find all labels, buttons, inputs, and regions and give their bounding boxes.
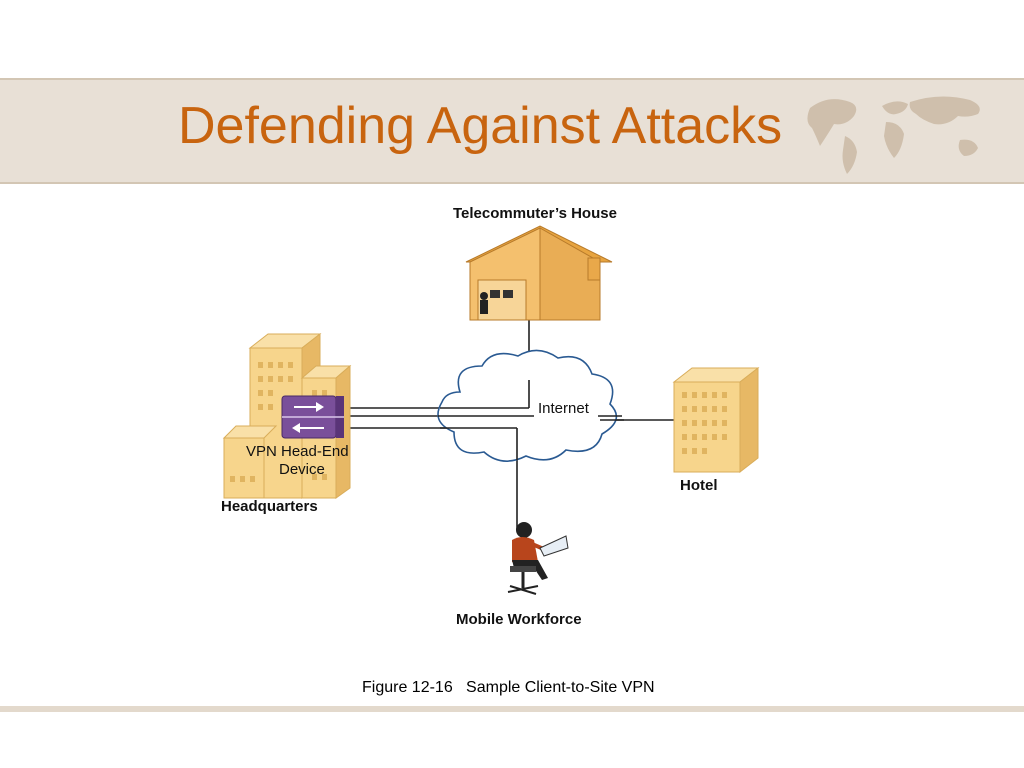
vpn-device-label-line2: Device <box>279 461 325 478</box>
telecommuter-house-label: Telecommuter’s House <box>453 205 617 222</box>
world-map-decoration <box>807 96 980 174</box>
internet-label: Internet <box>538 400 589 417</box>
figure-caption: Figure 12-16 Sample Client-to-Site VPN <box>362 679 655 696</box>
vpn-network-diagram <box>222 225 760 595</box>
hotel-label: Hotel <box>680 477 718 494</box>
headquarters-label: Headquarters <box>221 498 318 515</box>
slide-title: Defending Against Attacks <box>178 97 783 155</box>
bottom-divider <box>0 706 1024 712</box>
vpn-device-label-line1: VPN Head-End <box>246 443 349 460</box>
house-icon <box>465 225 613 321</box>
mobile-worker-icon <box>507 522 569 595</box>
internet-cloud-icon <box>437 349 618 462</box>
mobile-workforce-label: Mobile Workforce <box>456 611 582 628</box>
vpn-head-end-device-icon <box>281 395 344 439</box>
title-band <box>0 78 1024 184</box>
hotel-building-icon <box>672 366 760 474</box>
